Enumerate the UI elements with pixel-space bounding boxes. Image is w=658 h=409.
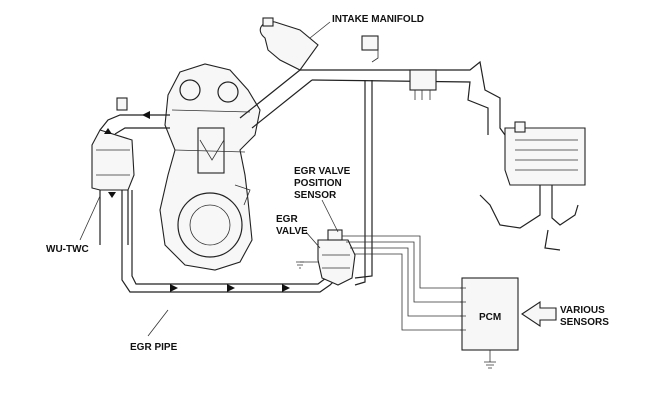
various-sensors-label-1: VARIOUS xyxy=(560,305,605,316)
egr-pipe-label: EGR PIPE xyxy=(130,342,178,353)
egr-valve-label-1: EGR xyxy=(276,214,298,225)
egr-valve-label-2: VALVE xyxy=(276,226,308,237)
wu-twc-label: WU-TWC xyxy=(46,244,89,255)
engine-block xyxy=(159,63,261,271)
egr-valve xyxy=(296,80,373,286)
various-sensors-label-2: SENSORS xyxy=(560,317,609,328)
pcm-wiring xyxy=(342,40,462,331)
egr-valve-position-sensor-label-2: POSITION xyxy=(294,178,342,189)
intake-manifold xyxy=(239,17,586,186)
egr-pipe xyxy=(121,190,341,293)
callout-leaders xyxy=(79,21,339,337)
various-sensors-arrow xyxy=(521,300,557,328)
pcm-module: PCM xyxy=(460,277,519,369)
intake-manifold-label: INTAKE MANIFOLD xyxy=(332,14,424,25)
egr-valve-position-sensor-label-3: SENSOR xyxy=(294,190,337,201)
pcm-label: PCM xyxy=(479,312,501,323)
egr-valve-position-sensor-label-1: EGR VALVE xyxy=(294,166,351,177)
air-intake-duct xyxy=(479,185,579,251)
wu-twc-converter xyxy=(91,97,170,245)
